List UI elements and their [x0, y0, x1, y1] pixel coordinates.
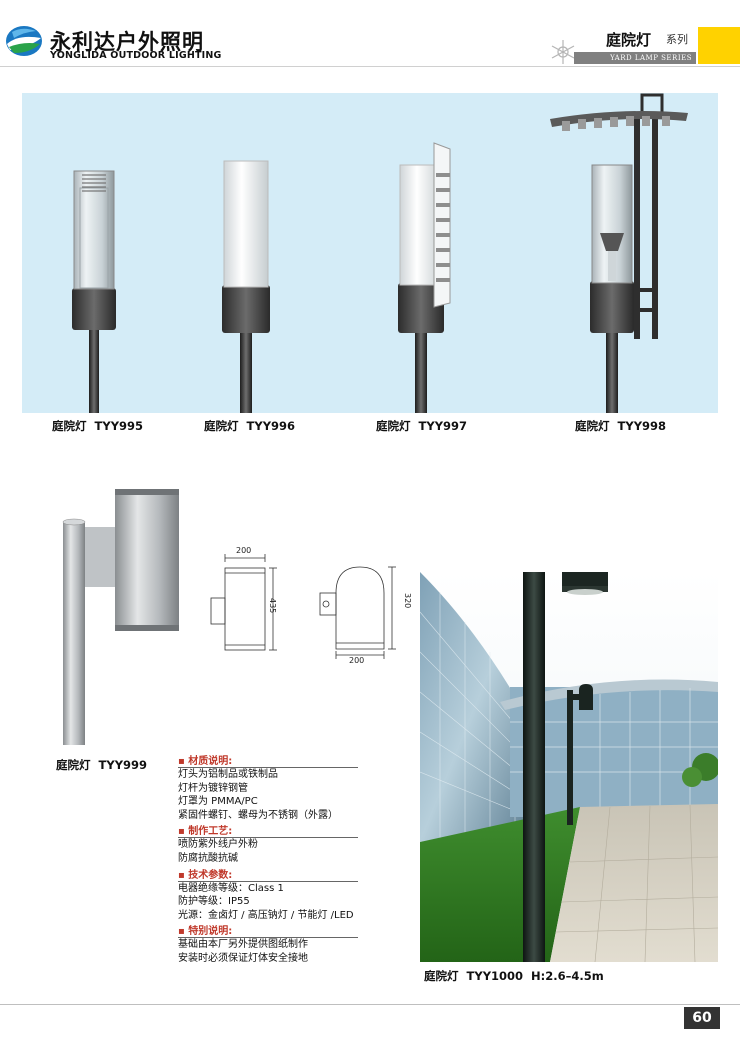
brand-name-cn: 永利达户外照明 [50, 30, 204, 54]
material-item: 灯杆为镀锌钢管 [178, 782, 248, 794]
tech-item: 防护等级：IP55 [178, 896, 250, 908]
top-lamps-illustration [72, 93, 688, 413]
caption-model: TYY998 [617, 419, 667, 433]
accent-block [698, 27, 740, 64]
dimension-side-height: 320 [403, 593, 412, 609]
lamp-tyy998-drawing [550, 93, 688, 413]
specifications: ▪ 材质说明: 灯头为铝制品或铁制品 灯杆为镀锌钢管 灯罩为 PMMA/PC 紧… [178, 752, 358, 966]
dimension-front-width: 200 [236, 546, 252, 555]
caption-label: 庭院灯 [204, 419, 239, 433]
series-decoration [548, 38, 578, 66]
caption-tyy996: 庭院灯 TYY996 [204, 418, 295, 434]
tech-title: ▪ 技术参数: [178, 869, 233, 881]
caption-label: 庭院灯 [376, 419, 411, 433]
caption-model: TYY997 [418, 419, 468, 433]
caption-model: TYY996 [246, 419, 296, 433]
divider [178, 767, 358, 768]
caption-label: 庭院灯 [56, 758, 91, 772]
divider [178, 880, 358, 882]
lamp-tyy997-drawing [398, 142, 451, 413]
caption-label: 庭院灯 [424, 969, 459, 983]
tech-item: 电器绝缘等级：Class 1 [178, 882, 284, 894]
series-suffix: 系列 [666, 33, 688, 46]
caption-model: TYY1000 [466, 969, 524, 983]
dimension-side-width: 200 [349, 656, 365, 665]
caption-tyy998: 庭院灯 TYY998 [575, 418, 666, 434]
globe-logo-icon [6, 26, 42, 56]
material-title: ▪ 材质说明: [178, 756, 233, 767]
material-item: 灯头为铝制品或铁制品 [178, 769, 278, 780]
brand-name-en: YONGLIDA OUTDOOR LIGHTING [50, 50, 222, 61]
caption-model: TYY995 [94, 419, 144, 433]
caption-label: 庭院灯 [52, 419, 87, 433]
top-products-panel [22, 93, 718, 413]
brand-logo [4, 24, 44, 58]
caption-tyy1000: 庭院灯 TYY1000 H:2.6–4.5m [424, 968, 604, 984]
dimension-drawing-front [205, 540, 295, 660]
caption-tyy995: 庭院灯 TYY995 [52, 418, 143, 434]
lamp-tyy999-image [55, 485, 185, 745]
special-item: 基础由本厂另外提供图纸制作 [178, 939, 308, 951]
snowflake-icon [551, 40, 575, 64]
series-en-bar: YARD LAMP SERIES [574, 52, 696, 64]
footer-rule [0, 1004, 740, 1005]
caption-label: 庭院灯 [575, 419, 610, 433]
lamp-tyy996-drawing [222, 160, 270, 413]
material-item: 灯罩为 PMMA/PC [178, 796, 258, 808]
series-title: 庭院灯 [606, 31, 652, 49]
process-item: 防腐抗酸抗碱 [178, 852, 238, 864]
header-rule [0, 66, 740, 67]
dimension-front-height: 435 [268, 598, 277, 614]
dimension-drawing-side [310, 555, 420, 665]
lamp-tyy995-drawing [72, 170, 116, 413]
process-item: 喷防紫外线户外粉 [178, 839, 258, 851]
divider [178, 937, 358, 939]
process-title: ▪ 制作工艺: [178, 826, 233, 838]
lamp-tyy1000-photo [420, 572, 718, 962]
page-number: 60 [684, 1007, 720, 1029]
caption-tyy997: 庭院灯 TYY997 [376, 418, 467, 434]
special-title: ▪ 特别说明: [178, 926, 233, 938]
divider [178, 837, 358, 839]
caption-height: H:2.6–4.5m [531, 969, 604, 983]
special-item: 安装时必须保证灯体安全接地 [178, 952, 308, 964]
caption-tyy999: 庭院灯 TYY999 [56, 757, 147, 773]
material-item: 紧固件螺钉、螺母为不锈钢（外露） [178, 809, 338, 821]
caption-model: TYY999 [98, 758, 148, 772]
tech-item: 光源：金卤灯 / 高压钠灯 / 节能灯 /LED [178, 909, 354, 921]
